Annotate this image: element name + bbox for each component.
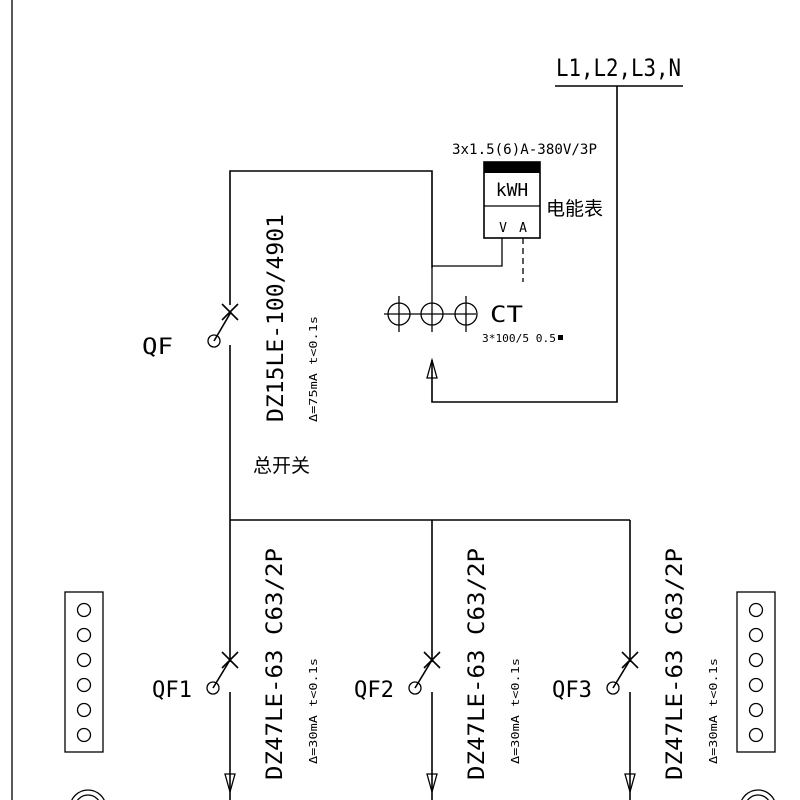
branch-circuit-2: QF2 DZ47LE-63 C63/2P Δ=30mA t<0.1s <box>354 520 522 800</box>
main-breaker-trip: Δ=75mA t<0.1s <box>307 316 320 422</box>
branch-trip: Δ=30mA t<0.1s <box>707 658 720 764</box>
earth-icon <box>71 789 105 800</box>
ct-label: CT <box>490 303 523 328</box>
breaker-blade <box>414 659 433 689</box>
ct-spec: 3*100/5 0.5 <box>482 332 556 345</box>
terminal-icon <box>76 702 92 718</box>
branch-model: DZ47LE-63 C63/2P <box>663 548 688 780</box>
supply-feeder <box>431 86 618 403</box>
branch-model: DZ47LE-63 C63/2P <box>263 548 288 780</box>
earth-icon <box>746 794 770 800</box>
terminal-strip-left <box>64 591 104 753</box>
branch-model: DZ47LE-63 C63/2P <box>465 548 490 780</box>
down-arrow-icon <box>426 773 438 795</box>
terminal-icon <box>748 702 764 718</box>
main-breaker-tag: QF <box>142 335 173 360</box>
terminal-icon <box>748 652 764 668</box>
meter-display: kWH <box>496 180 529 201</box>
supply-label: L1,L2,L3,N <box>556 54 681 82</box>
terminal-strip-body <box>736 591 776 753</box>
breaker-blade <box>213 311 232 342</box>
breaker-contact-icon <box>207 334 221 348</box>
breaker-contact-icon <box>206 681 220 695</box>
breaker-contact-icon <box>408 681 422 695</box>
terminal-icon <box>76 627 92 643</box>
terminal-icon <box>76 677 92 693</box>
branch-trip: Δ=30mA t<0.1s <box>509 658 522 764</box>
terminal-strip-right <box>736 591 776 753</box>
grounding-symbol-left <box>71 789 105 800</box>
terminal-icon <box>748 627 764 643</box>
main-breaker-name: 总开关 <box>253 455 310 477</box>
terminal-icon <box>76 727 92 743</box>
breaker-contact-icon <box>606 681 620 695</box>
breaker-x-icon <box>221 651 239 669</box>
terminal-icon <box>76 602 92 618</box>
meter-rating: 3x1.5(6)A-380V/3P <box>452 142 597 158</box>
branch-tag: QF1 <box>152 678 192 703</box>
return-arrow-icon <box>426 357 438 379</box>
terminal-strip-body <box>64 591 104 753</box>
upper-bus <box>229 170 433 305</box>
main-breaker-model: DZ15LE-100/4901 <box>264 214 289 422</box>
down-arrow-icon <box>224 773 236 795</box>
terminal-icon <box>748 602 764 618</box>
kwh-meter: 3x1.5(6)A-380V/3P kWH V A 电能表 <box>452 142 603 239</box>
meter-current-terminal: A <box>519 221 527 236</box>
meter-voltage-lead <box>432 238 503 267</box>
branch-tag: QF2 <box>354 678 394 703</box>
branch-circuit-3: QF3 DZ47LE-63 C63/2P Δ=30mA t<0.1s <box>552 520 720 800</box>
meter-voltage-terminal: V <box>499 221 507 236</box>
grounding-symbol-right <box>741 789 775 800</box>
terminal-icon <box>748 677 764 693</box>
down-arrow-icon <box>624 773 636 795</box>
terminal-icon <box>748 727 764 743</box>
branch-tag: QF3 <box>552 678 592 703</box>
branch-circuit-1: QF1 DZ47LE-63 C63/2P Δ=30mA t<0.1s <box>152 520 320 800</box>
meter-name: 电能表 <box>546 198 603 220</box>
current-transformers: CT 3*100/5 0.5 <box>384 268 563 345</box>
meter-header-bar <box>484 162 540 173</box>
terminal-icon <box>76 652 92 668</box>
earth-icon <box>76 794 100 800</box>
breaker-x-icon <box>221 303 239 321</box>
breaker-x-icon <box>621 651 639 669</box>
breaker-blade <box>212 659 231 689</box>
breaker-blade <box>612 659 631 689</box>
branch-trip: Δ=30mA t<0.1s <box>307 658 320 764</box>
breaker-x-icon <box>423 651 441 669</box>
ct-spec-mark <box>558 335 563 340</box>
earth-icon <box>741 789 775 800</box>
main-breaker: QF DZ15LE-100/4901 Δ=75mA t<0.1s 总开关 <box>142 214 320 520</box>
meter-body <box>483 161 541 239</box>
